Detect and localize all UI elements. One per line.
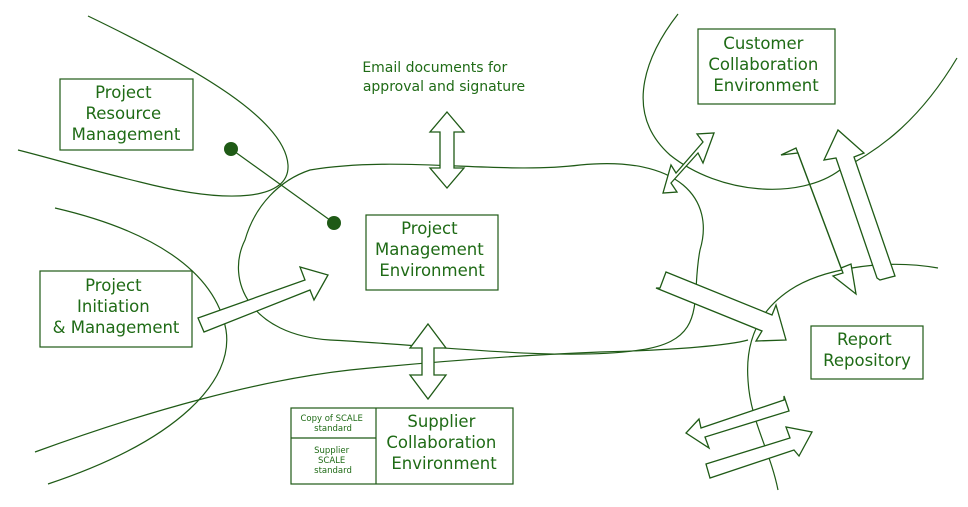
project-initiation-label: Project Initiation & Management	[53, 276, 180, 337]
project-initiation-box	[39, 270, 193, 348]
initiation-arrow	[197, 266, 329, 333]
project-env-region-boundary	[237, 163, 704, 355]
repo-lower-left-arrow	[684, 395, 790, 450]
email-documents-note: Email documents for approval and signatu…	[362, 60, 525, 95]
project-management-env-label: Project Management Environment	[375, 219, 489, 280]
report-repository-label: Report Repository	[823, 330, 911, 370]
resource-connector-line	[230, 148, 335, 224]
report-repository-box	[810, 325, 924, 380]
resource-region-boundary	[17, 15, 289, 197]
customer-collaboration-env-box	[697, 28, 836, 105]
initiation-region-boundary	[47, 207, 228, 485]
repo-lower-right-arrow	[705, 426, 813, 479]
customer-collaboration-env-label: Customer Collaboration Environment	[708, 34, 823, 95]
project-resource-management-box	[59, 78, 194, 151]
supplier-region-boundary	[34, 339, 749, 453]
copy-of-scale-standard-label: Copy of SCALE standard	[300, 414, 365, 434]
customer-repo-down-arrow	[780, 147, 857, 296]
env-repo-arrow	[655, 271, 787, 342]
supplier-scale-standard-label: Supplier SCALE standard	[314, 446, 352, 476]
supplier-double-arrow	[408, 322, 448, 401]
connector-dot-start	[224, 142, 238, 156]
project-resource-management-label: Project Resource Management	[72, 83, 181, 144]
connector-dot-end	[327, 216, 341, 230]
email-double-arrow	[428, 110, 466, 190]
supplier-collaboration-env-box	[290, 407, 514, 485]
customer-region-boundary	[642, 13, 958, 190]
customer-double-arrow	[662, 132, 715, 194]
project-management-env-box	[365, 214, 499, 291]
supplier-collaboration-env-label: Supplier Collaboration Environment	[386, 412, 501, 473]
customer-repo-up-arrow	[822, 128, 896, 281]
